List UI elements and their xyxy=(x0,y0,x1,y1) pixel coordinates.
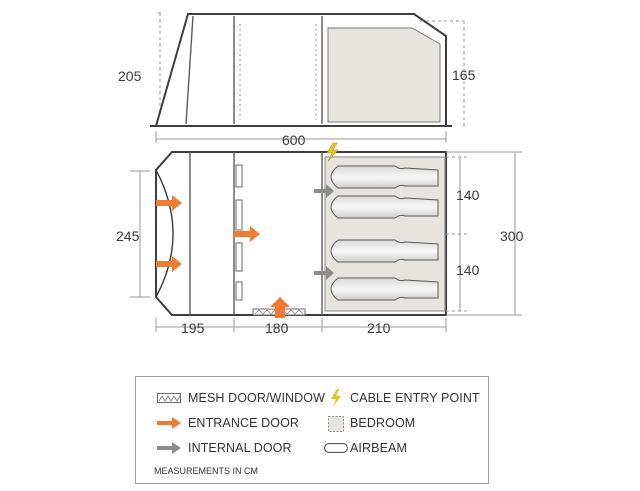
height-bedroom-label: 165 xyxy=(452,67,476,83)
internal-door-icon xyxy=(157,442,181,454)
bedroom-bottom-label: 140 xyxy=(456,262,480,278)
entrance-arrows xyxy=(156,195,290,318)
section-dimension-lines xyxy=(155,318,447,332)
legend-internal-label: INTERNAL DOOR xyxy=(188,441,292,455)
sleeping-pod xyxy=(330,277,439,301)
width-total-label: 300 xyxy=(500,228,524,244)
internal-door-arrows xyxy=(314,184,334,280)
bedroom-top-label: 140 xyxy=(456,187,480,203)
depth-front-label: 245 xyxy=(116,228,140,244)
legend-airbeam-label: AIRBEAM xyxy=(350,441,407,455)
bedroom-dimension-lines xyxy=(446,156,468,312)
height-dimension-right xyxy=(420,20,465,126)
entrance-arrow-icon xyxy=(156,256,182,272)
legend-cable-label: CABLE ENTRY POINT xyxy=(350,391,480,405)
sleeping-pod xyxy=(330,239,439,263)
cable-entry-icon xyxy=(331,389,341,407)
length-dimension xyxy=(155,131,447,143)
floor-plan: 245 140 140 300 195 180 210 xyxy=(116,142,524,336)
length-total-label: 600 xyxy=(282,132,306,148)
measurements-note: MEASUREMENTS IN CM xyxy=(154,466,259,476)
bedroom-swatch-icon xyxy=(328,416,344,432)
legend-mesh-label: MESH DOOR/WINDOW xyxy=(188,391,326,405)
zip-lines-side xyxy=(239,24,317,120)
legend-bedroom-label: BEDROOM xyxy=(350,416,416,430)
mesh-window-markers xyxy=(235,164,243,301)
depth-dimension-left xyxy=(130,170,150,298)
cable-entry-bolt-icon xyxy=(326,142,339,162)
section-front-label: 195 xyxy=(181,320,205,336)
entrance-door-icon xyxy=(157,417,181,429)
internal-arrow-icon xyxy=(314,266,334,280)
porch-curve xyxy=(155,169,174,298)
bedroom-side-panel xyxy=(327,27,441,123)
section-middle-label: 180 xyxy=(265,320,289,336)
height-total-label: 205 xyxy=(118,68,142,84)
width-dimension-lines xyxy=(446,151,522,316)
sleeping-pod xyxy=(330,165,439,189)
airbeam-arches-side xyxy=(185,15,323,125)
side-elevation: 205 165 600 xyxy=(118,12,476,148)
mesh-icon xyxy=(157,393,181,403)
legend: MESH DOOR/WINDOW CABLE ENTRY POINT ENTRA… xyxy=(135,376,489,484)
section-bedroom-label: 210 xyxy=(367,320,391,336)
internal-arrow-icon xyxy=(314,184,334,198)
entrance-arrow-icon xyxy=(156,195,182,211)
sleeping-pod xyxy=(330,195,439,219)
legend-entrance-label: ENTRANCE DOOR xyxy=(188,416,300,430)
airbeam-icon xyxy=(324,443,348,453)
entrance-arrow-icon xyxy=(270,297,290,318)
sleeping-pods xyxy=(330,165,439,301)
entrance-arrow-icon xyxy=(234,226,260,242)
